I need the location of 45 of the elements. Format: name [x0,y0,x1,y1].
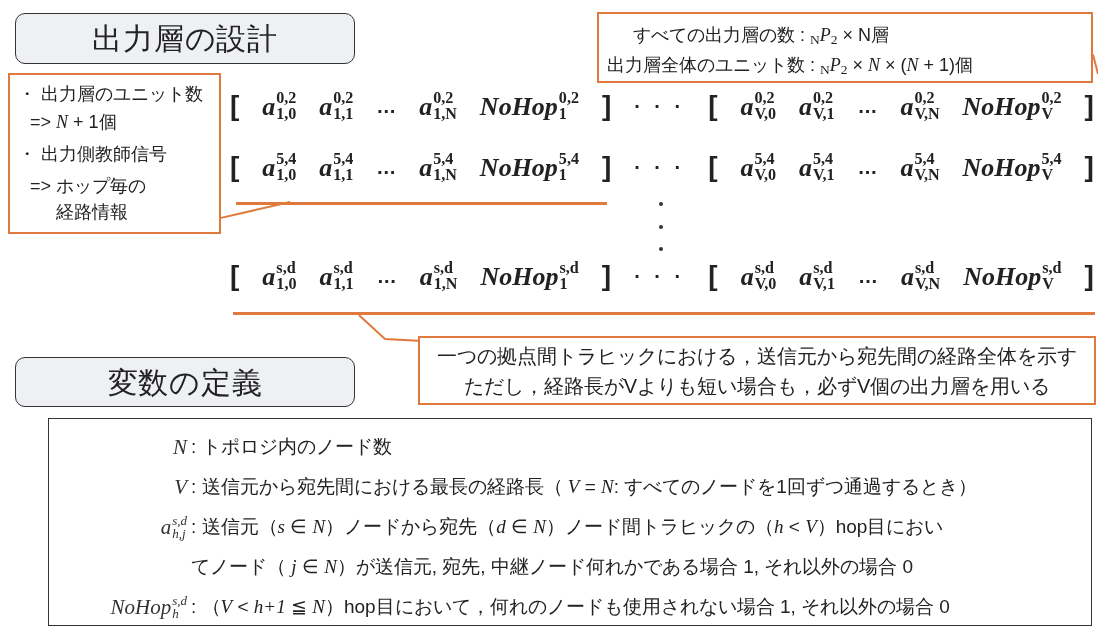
bracket: ] [1084,150,1094,184]
bracket: ] [1084,259,1094,293]
bracket: [ [230,89,240,123]
ellipsis: … [376,155,397,180]
underline-bar [233,312,1095,315]
bracket: [ [230,150,240,184]
ellipsis: … [857,264,878,289]
result-text: => ホップ毎の経路情報 [29,175,148,224]
bullet-text: ・ 出力側教師信号 [18,143,168,166]
definition-text: : トポロジ内のノード数 [191,435,393,459]
underline-bar [236,202,607,205]
bracket: ] [601,259,612,293]
note-text: 一つの拠点間トラヒックにおける，送信元から宛先間の経路全体を示すただし，経路長がVよりも短い場合も，必ずV個の出力層を用いる [436,343,1078,399]
leader-line [357,314,419,342]
ellipsis: … [857,94,878,119]
variable-symbol: N [173,434,187,461]
callout-box [8,73,221,234]
bullet-text: ・ 出力層のユニット数 [18,83,204,106]
definition-text: : 送信元から宛先間における最長の経路長（ V = N: すべてのノードを1回ずつ通過するとき） [191,475,978,499]
title-box [15,13,355,64]
bracket: [ [230,259,240,293]
section-title: 変数の定義 [107,364,263,401]
note-text: すべての出力層の数 : $_{N}$P$_{2}$ × N層 [632,24,891,50]
ellipsis: · · · [634,155,686,180]
bracket: ] [601,89,612,123]
bracket: [ [708,259,718,293]
bracket: ] [601,150,612,184]
definition-text: : （V < h+1 ≦ N）hop目において，何れのノードも使用されない場合 1, それ以外の場合 0 [191,595,951,619]
bracket: [ [708,89,718,123]
ellipsis: … [376,264,397,289]
definition-box [48,418,1092,626]
section-title: 出力層の設計 [92,21,278,57]
variable-symbol: V [174,474,187,501]
ellipsis: · · · [634,94,686,119]
callout-box [597,12,1093,83]
bracket: ] [1084,89,1094,123]
result-text: => N + 1個 [29,111,118,134]
note-text: 出力層全体のユニット数 : $_{N}$P$_{2}$ × N × (N + 1)個 [606,54,975,80]
title-box [15,357,355,407]
leader-line [220,201,292,219]
bracket: [ [708,150,718,184]
ellipsis: … [857,155,878,180]
ellipsis: · · · [634,264,686,289]
callout-box [418,336,1096,405]
ellipsis: … [376,94,397,119]
